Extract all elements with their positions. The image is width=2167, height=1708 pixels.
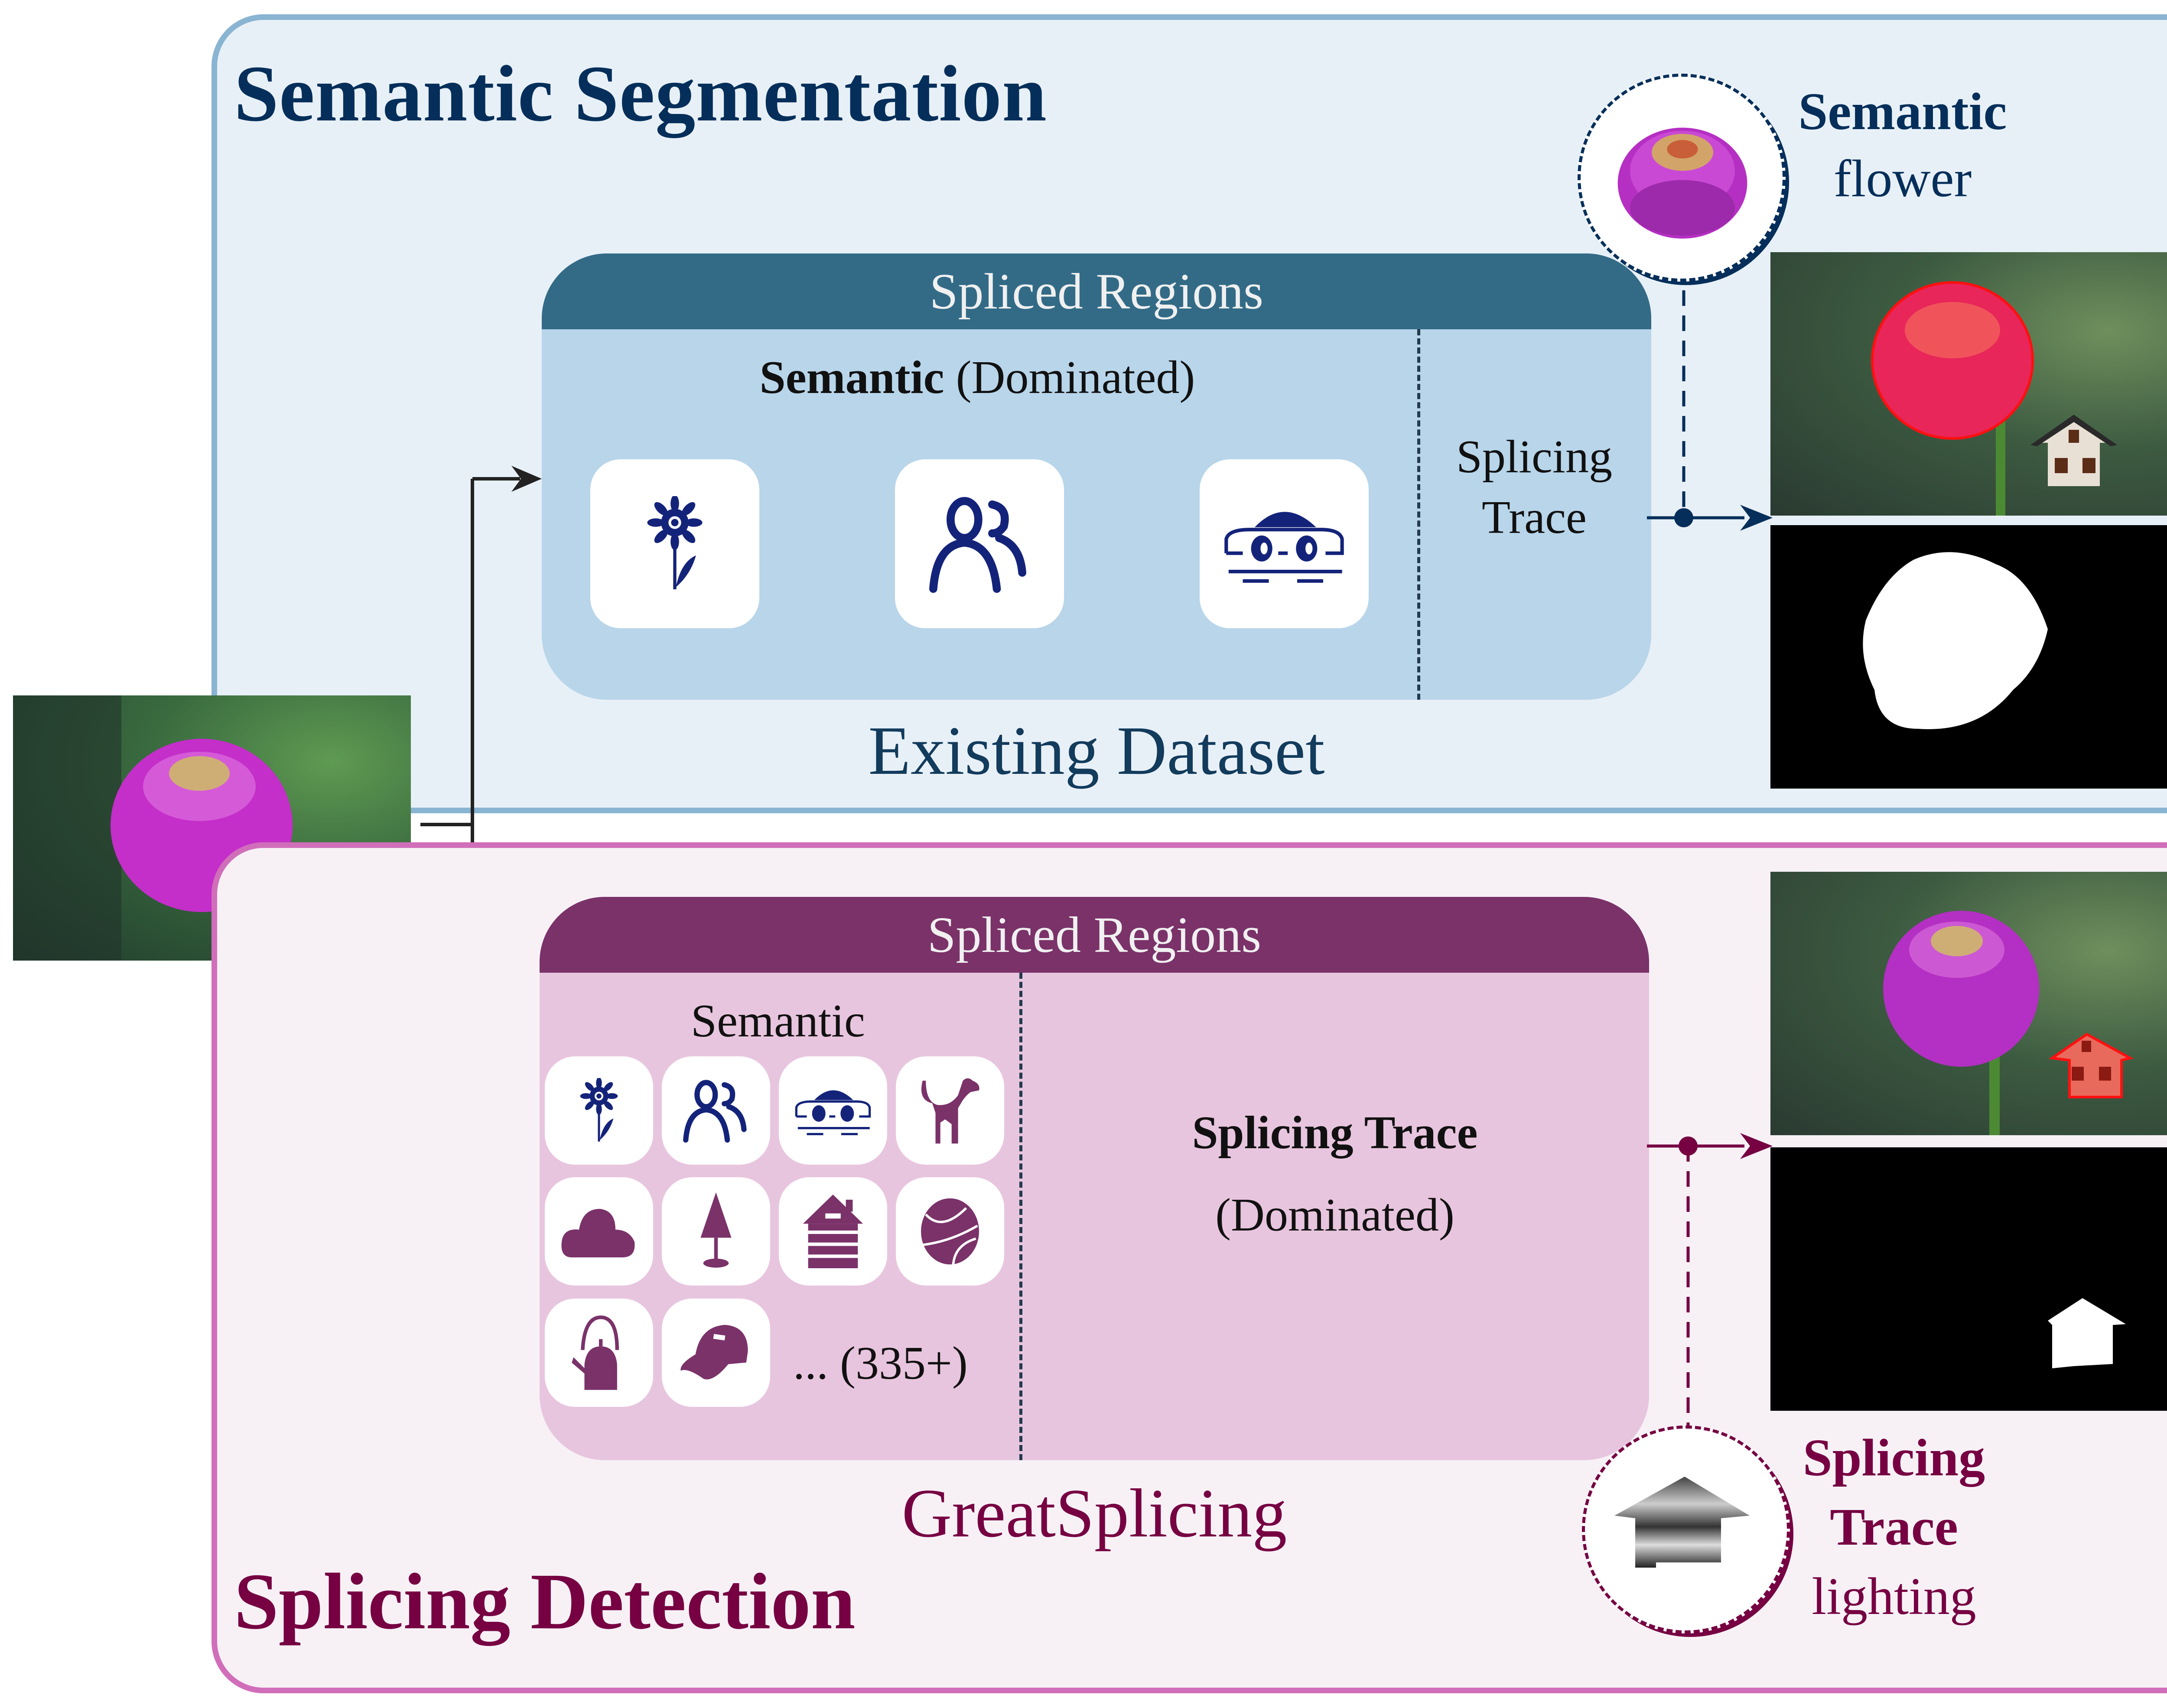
splicing-trace-callout-circle <box>1582 1425 1790 1633</box>
semantic-callout-circle <box>1578 74 1786 282</box>
flower-icon <box>580 1078 618 1142</box>
flower-icon <box>647 496 703 590</box>
spliced-regions-header: Spliced Regions <box>542 253 1651 329</box>
tile-flower <box>590 459 759 628</box>
tile-basketball <box>896 1177 1004 1286</box>
basketball-icon <box>921 1198 979 1265</box>
tile-kettle <box>545 1299 653 1407</box>
house-mask <box>1770 1147 2167 1411</box>
flower-mask <box>1770 525 2167 789</box>
semantic-label: Semantic <box>691 995 865 1047</box>
semantic-dominated-label: Semantic (Dominated) <box>542 351 1413 405</box>
junction-dot <box>1679 1137 1698 1156</box>
bottom-connector <box>1647 1133 1773 1456</box>
arrow-head <box>1740 1133 1773 1159</box>
people-icon <box>683 1080 747 1143</box>
junction-dot <box>1674 508 1693 527</box>
tile-people <box>662 1056 770 1165</box>
semantic-segmentation-title: Semantic Segmentation <box>234 49 1047 138</box>
tile-cap <box>662 1299 770 1407</box>
splicing-trace-dominated-label: Splicing Trace (Dominated) <box>1192 1107 1478 1241</box>
house-lighting-map-icon <box>1614 1477 1750 1568</box>
branch-top-arrow <box>511 466 542 492</box>
tile-cloud <box>545 1177 653 1286</box>
cap-icon <box>680 1325 748 1380</box>
flower-cutout-icon <box>1617 127 1747 239</box>
splicing-detection-title: Splicing Detection <box>234 1557 856 1646</box>
semantic-callout-text: Semantic flower <box>1798 82 2007 208</box>
kettle-icon <box>572 1315 619 1390</box>
house-highlight-image <box>1770 872 2167 1135</box>
flower-highlight-image <box>1770 252 2167 516</box>
splicing-trace-callout-text: Splicing Trace lighting <box>1803 1429 1985 1626</box>
tile-flower <box>545 1056 653 1165</box>
divider <box>1417 329 1420 700</box>
car-icon <box>795 1090 871 1135</box>
flower-highlight-render <box>1871 281 2117 516</box>
divider <box>1019 973 1022 1460</box>
dog-icon <box>921 1078 979 1144</box>
tile-dog <box>896 1056 1004 1165</box>
lamp-icon <box>700 1192 732 1268</box>
tile-people <box>895 459 1064 628</box>
flower-mask-shape <box>1863 552 2048 729</box>
car-icon <box>1224 512 1344 583</box>
cloud-icon <box>561 1209 635 1257</box>
dominated-text: (Dominated) <box>944 352 1195 403</box>
house-mask-shape <box>2048 1298 2126 1368</box>
spliced-regions-header: Spliced Regions <box>540 897 1649 973</box>
existing-dataset-label: Existing Dataset <box>868 712 1325 789</box>
semantic-bold: Semantic <box>759 352 944 403</box>
tile-lamp <box>662 1177 770 1286</box>
house-highlight-render <box>1883 911 2134 1135</box>
greatsplicing-label: GreatSplicing <box>901 1474 1287 1552</box>
tile-car <box>779 1056 887 1165</box>
cabin-icon <box>803 1195 863 1268</box>
tile-cabin <box>779 1177 887 1286</box>
more-categories-label: ... (335+) <box>793 1338 968 1389</box>
people-icon <box>929 497 1026 593</box>
splicing-trace-label: Splicing Trace <box>1456 431 1613 543</box>
arrow-head <box>1740 505 1773 531</box>
tile-car <box>1200 459 1369 628</box>
